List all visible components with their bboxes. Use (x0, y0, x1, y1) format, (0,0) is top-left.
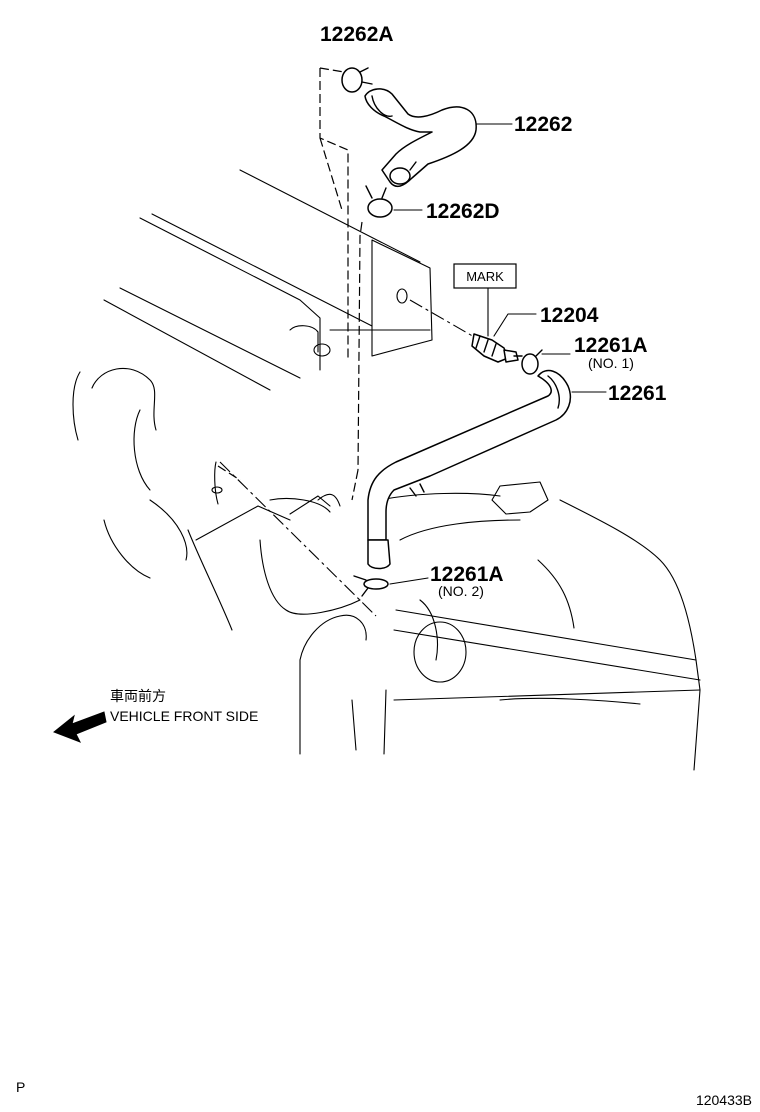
engine-outline (72, 169, 701, 771)
label-12261a-no2-sub: (NO. 2) (438, 583, 484, 599)
pcv-valve[interactable] (471, 333, 519, 363)
callout-lines (389, 123, 607, 585)
label-12262d: 12262D (426, 200, 500, 223)
vehicle-front-jp: 車両前方 (110, 688, 166, 704)
leader-lines (217, 67, 477, 617)
upper-hose[interactable] (364, 88, 477, 188)
lower-hose[interactable] (367, 369, 572, 570)
left-arrow-icon (53, 711, 107, 743)
label-12261: 12261 (608, 382, 667, 405)
label-12261a-no1-sub: (NO. 1) (588, 355, 634, 371)
hose-clip-12261a-no2[interactable] (353, 575, 389, 597)
corner-mark: P (16, 1079, 25, 1095)
mark-box: MARK (453, 263, 517, 289)
vehicle-front-indicator: 車両前方 VEHICLE FRONT SIDE (53, 688, 258, 743)
figure-code: 120433B (696, 1092, 752, 1108)
label-12261a-no2: 12261A (430, 563, 504, 586)
label-12262a: 12262A (320, 23, 394, 46)
label-12261a-no1: 12261A (574, 334, 648, 357)
mark-label: MARK (466, 269, 504, 284)
label-12204: 12204 (540, 304, 599, 327)
label-12262: 12262 (514, 113, 572, 136)
hose-clip-12261a-no1[interactable] (513, 349, 543, 375)
hose-clip-12262d[interactable] (365, 185, 393, 218)
vehicle-front-en: VEHICLE FRONT SIDE (110, 708, 258, 724)
hose-clip-12262a[interactable] (341, 67, 373, 93)
